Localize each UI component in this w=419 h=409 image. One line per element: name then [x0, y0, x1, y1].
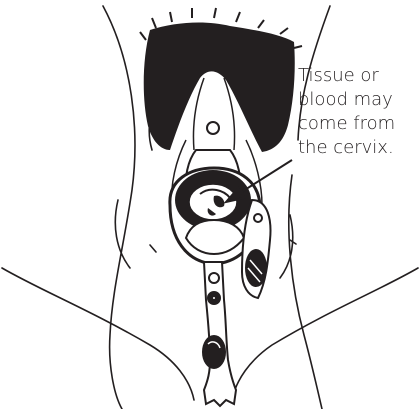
- annotation-line-3: come from: [298, 112, 416, 136]
- annotation-line-2: blood may: [298, 88, 416, 112]
- pubic-hair: [140, 8, 302, 152]
- cervix-annotation: Tissue or blood may come from the cervix…: [298, 64, 416, 160]
- speculum-main-handle: [203, 262, 236, 406]
- annotation-line-4: the cervix.: [298, 136, 416, 160]
- annotation-line-1: Tissue or: [298, 64, 416, 88]
